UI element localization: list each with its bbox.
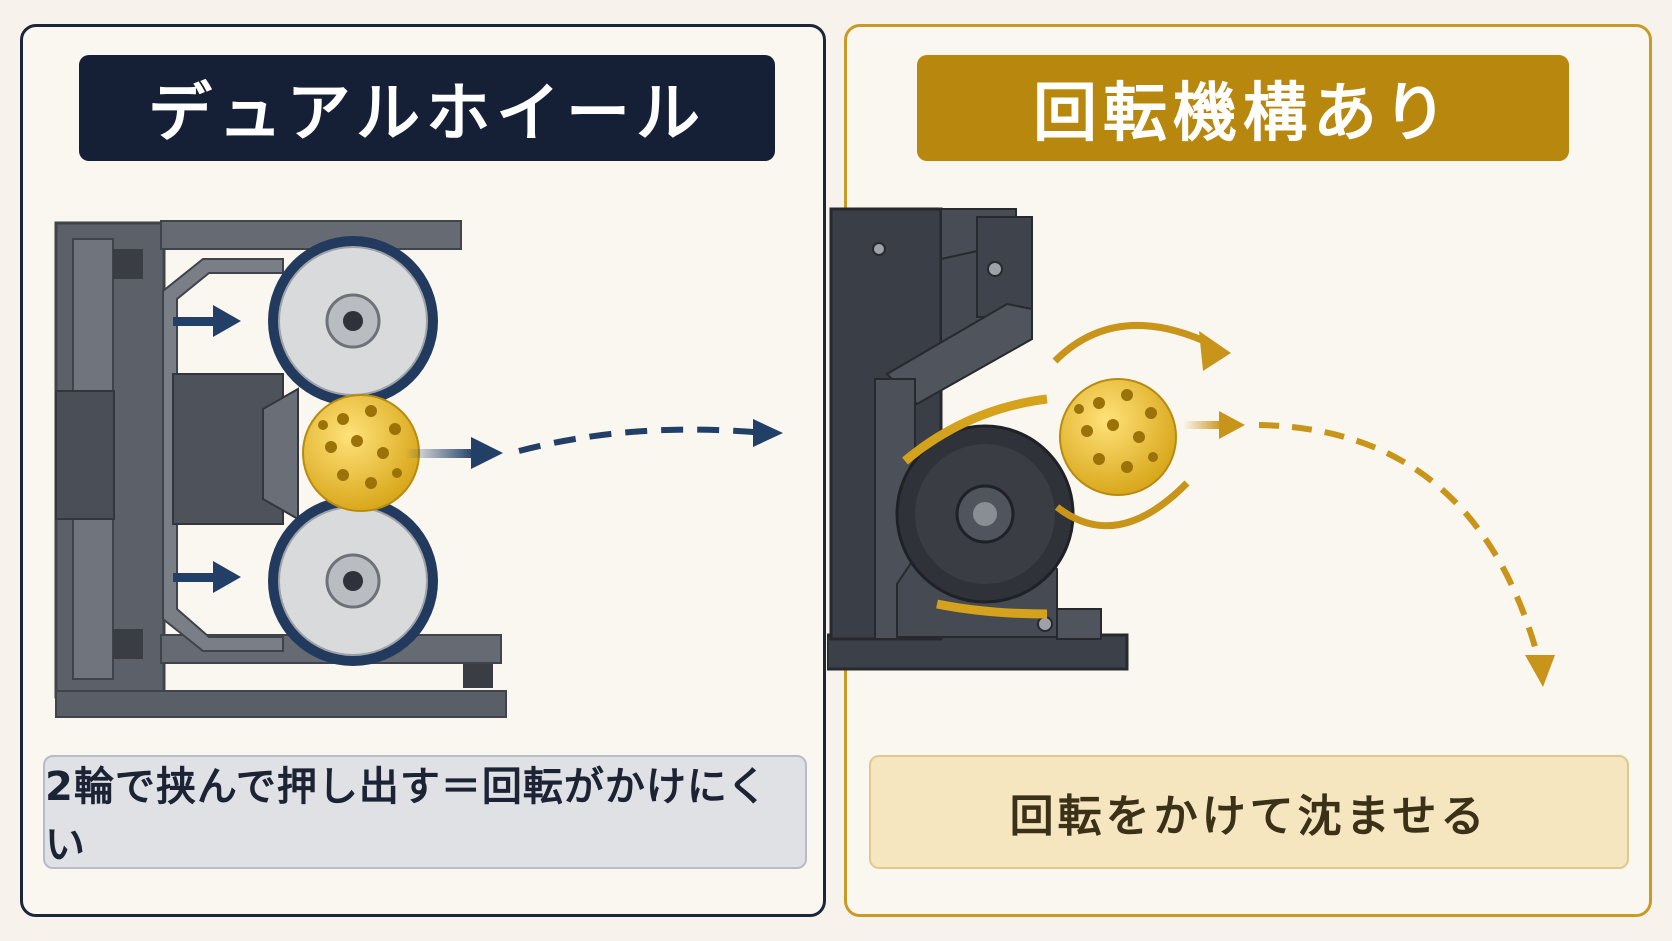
dual-wheel-illustration: [54, 220, 783, 718]
spin-mechanism-illustration: [827, 207, 1555, 687]
launch-arrow-icon: [405, 437, 503, 469]
dual-wheel-caption: 2輪で挟んで押し出す＝回転がかけにくい: [43, 755, 807, 869]
trajectory-arrow: [1258, 422, 1555, 687]
spin-wheel: [895, 394, 1075, 619]
launch-arrow-icon: [1183, 411, 1245, 439]
pickleball: [302, 394, 420, 512]
spin-mechanism-caption: 回転をかけて沈ませる: [869, 755, 1629, 869]
push-arrow-icon: [173, 305, 241, 593]
spin-mechanism-panel: 回転機構あり: [827, 24, 1652, 917]
machine-frame: [54, 220, 507, 718]
top-wheel: [268, 236, 438, 406]
rotation-arrow-icon: [1052, 321, 1215, 530]
spin-mechanism-title: 回転機構あり: [917, 55, 1569, 161]
trajectory-arrow: [518, 419, 783, 454]
rotation-arrowhead: [1199, 331, 1231, 371]
dual-wheel-title: デュアルホイール: [79, 55, 775, 161]
bottom-wheel: [268, 496, 438, 666]
pickleball: [1059, 378, 1177, 496]
dual-wheel-panel: デュアルホイール: [20, 24, 826, 917]
